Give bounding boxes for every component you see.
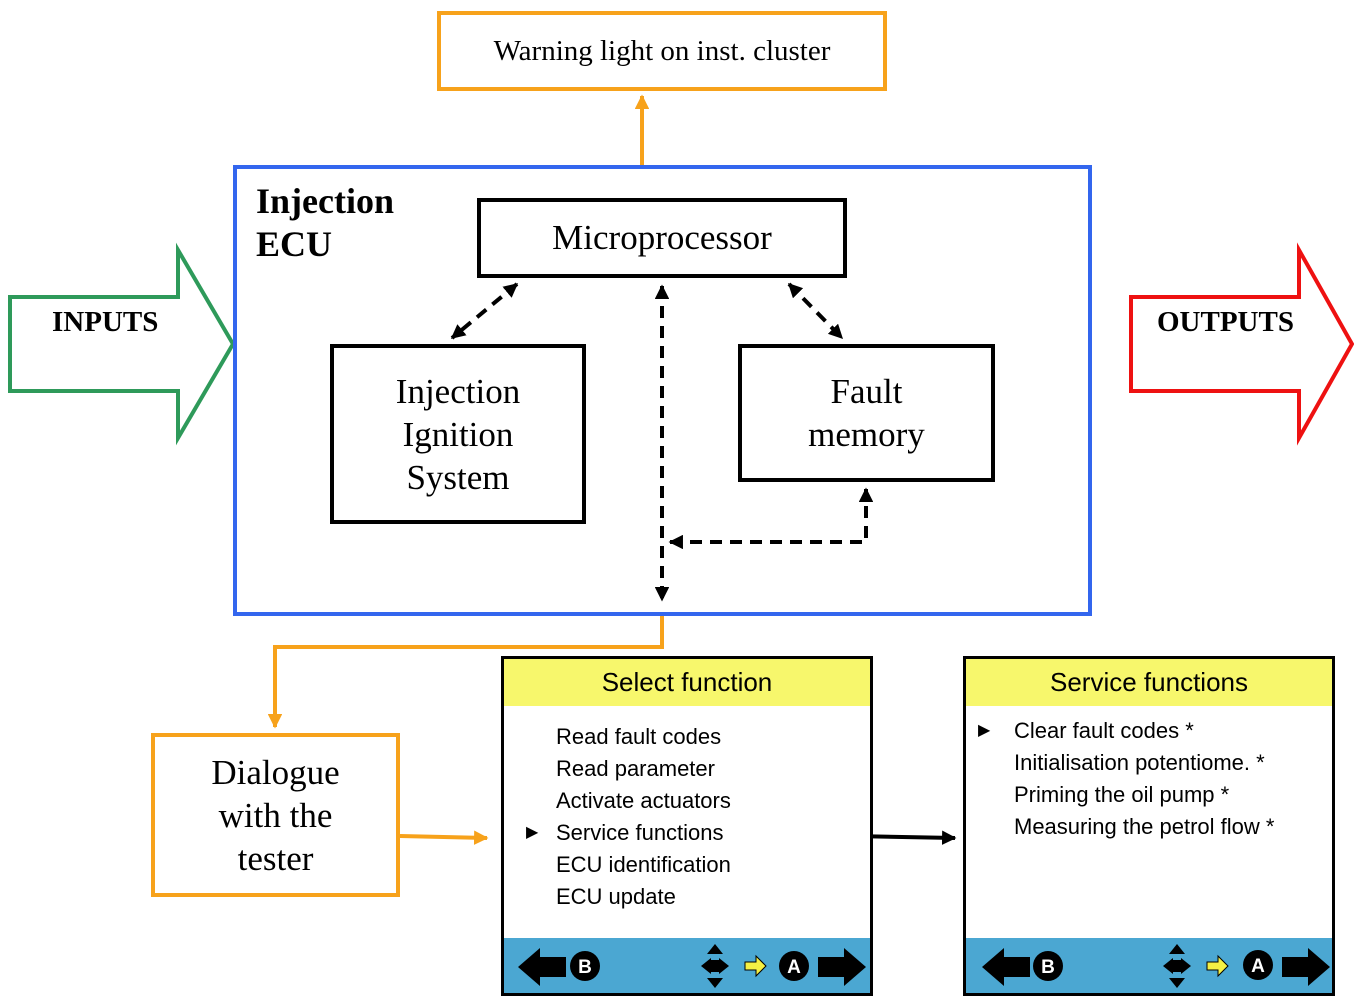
menu-item-label: Measuring the petrol flow *: [1014, 814, 1275, 839]
menu-item-label: Read fault codes: [556, 724, 722, 749]
bus-fault-link: [668, 487, 874, 550]
inputs-label: INPUTS: [52, 306, 159, 338]
menu-item-clear-fault-codes[interactable]: ▶ Clear fault codes *: [966, 715, 1274, 747]
svg-text:B: B: [1041, 957, 1055, 978]
menu-item-label: Activate actuators: [556, 788, 731, 813]
select-function-screen: Select function Read fault codes Read pa…: [501, 656, 873, 996]
service-menu: ▶ Clear fault codes * Initialisation pote…: [966, 715, 1274, 843]
micro-injection-link: [450, 282, 519, 340]
next-arrow-icon: [744, 954, 767, 978]
direction-pad-icon[interactable]: [701, 944, 729, 988]
menu-item-label: ECU identification: [556, 852, 731, 877]
micro-fault-link: [787, 282, 844, 340]
button-a-icon[interactable]: A: [1243, 950, 1273, 980]
button-b-icon[interactable]: B: [570, 951, 600, 981]
button-a-icon[interactable]: A: [779, 951, 809, 981]
outputs-arrow: [1129, 242, 1354, 446]
dialogue-screen-link: [399, 830, 489, 845]
svg-text:A: A: [1251, 956, 1265, 977]
menu-item-service-functions[interactable]: ▶ Service functions: [504, 817, 731, 849]
service-functions-screen: Service functions ▶ Clear fault codes * I…: [963, 656, 1335, 996]
selection-pointer-icon: ▶: [978, 722, 991, 739]
dialogue-with-tester-box: Dialogue with the tester: [151, 733, 400, 897]
menu-item-label: Priming the oil pump *: [1014, 782, 1230, 807]
back-arrow-icon[interactable]: [518, 948, 566, 986]
screen-title: Select function: [504, 659, 870, 706]
svg-text:A: A: [787, 957, 801, 978]
forward-arrow-icon[interactable]: [1282, 948, 1330, 986]
menu-item-label: Read parameter: [556, 756, 715, 781]
screen-title: Service functions: [966, 659, 1332, 706]
outputs-label: OUTPUTS: [1157, 306, 1294, 338]
direction-pad-icon[interactable]: [1163, 944, 1191, 988]
menu-item-ecu-identification[interactable]: ECU identification: [504, 849, 731, 881]
menu-item-label: Clear fault codes *: [1014, 718, 1194, 743]
inputs-arrow: [8, 242, 236, 446]
menu-item-activate-actuators[interactable]: Activate actuators: [504, 785, 731, 817]
injection-ignition-system-box: Injection Ignition System: [330, 344, 586, 524]
screen-footer: B A: [966, 938, 1332, 993]
forward-arrow-icon[interactable]: [818, 948, 866, 986]
selection-pointer-icon: ▶: [526, 824, 539, 841]
svg-text:B: B: [578, 957, 592, 978]
injection-ecu-box: [233, 165, 1092, 616]
warning-light-box: Warning light on inst. cluster: [437, 11, 887, 91]
microprocessor-box: Microprocessor: [477, 198, 847, 278]
menu-item-label: Initialisation potentiome. *: [1014, 750, 1265, 775]
back-arrow-icon[interactable]: [982, 948, 1030, 986]
menu-item-initialisation-potentiometer[interactable]: Initialisation potentiome. *: [966, 747, 1274, 779]
fault-memory-box: Fault memory: [738, 344, 995, 482]
function-menu: Read fault codes Read parameter Activate…: [504, 721, 731, 913]
menu-item-read-parameter[interactable]: Read parameter: [504, 753, 731, 785]
menu-item-priming-oil-pump[interactable]: Priming the oil pump *: [966, 779, 1274, 811]
menu-item-read-fault-codes[interactable]: Read fault codes: [504, 721, 731, 753]
screen-footer: B A: [504, 938, 870, 993]
ecu-dialogue-link: [267, 616, 664, 729]
button-b-icon[interactable]: B: [1033, 951, 1063, 981]
menu-item-label: Service functions: [556, 820, 724, 845]
ecu-title: Injection ECU: [256, 181, 394, 264]
menu-item-measuring-petrol-flow[interactable]: Measuring the petrol flow *: [966, 811, 1274, 843]
menu-item-ecu-update[interactable]: ECU update: [504, 881, 731, 913]
menu-item-label: ECU update: [556, 884, 676, 909]
next-arrow-icon: [1206, 954, 1229, 978]
